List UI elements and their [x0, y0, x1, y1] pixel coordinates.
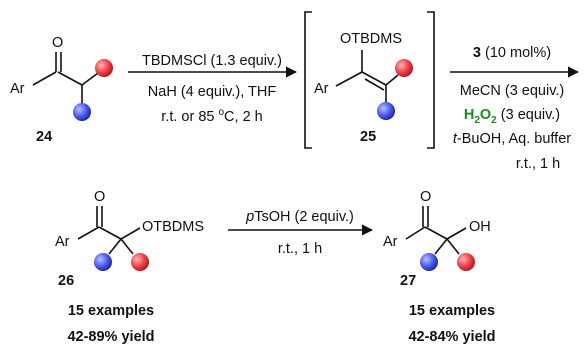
compound-25-label: 25	[360, 129, 377, 145]
carbonyl-oxygen-label: O	[420, 189, 432, 205]
compound-25-structure	[335, 50, 399, 104]
compound-27-examples: 15 examples	[408, 303, 496, 319]
compound-24-structure	[32, 52, 99, 105]
blue-substituent-icon	[377, 102, 395, 120]
step2-oxidant: H2O2 (3 equiv.)	[463, 107, 561, 126]
step2-solvent: MeCN (3 equiv.)	[459, 83, 565, 99]
step3-reagent: pTsOH (2 equiv.)	[246, 209, 354, 225]
red-substituent-icon	[131, 253, 149, 271]
compound-26-structure	[77, 206, 141, 255]
step2-catalyst: 3 (10 mol%)	[472, 45, 552, 61]
aryl-label: Ar	[314, 81, 329, 97]
step1-base-solvent: NaH (4 equiv.), THF	[147, 84, 277, 100]
compound-27-structure	[405, 206, 467, 255]
red-substituent-icon	[95, 59, 113, 77]
compound-27-yield: 42-84% yield	[408, 329, 496, 345]
silyl-ether-label: OTBDMS	[142, 219, 205, 235]
compound-27-label: 27	[400, 273, 417, 289]
hydroxyl-label: OH	[469, 219, 491, 235]
compound-26-yield: 42-89% yield	[67, 329, 155, 345]
silyl-ether-label: OTBDMS	[340, 31, 403, 47]
step3-temperature-time: r.t., 1 h	[277, 241, 323, 257]
step1-temperature-time: r.t. or 85 oC, 2 h	[161, 107, 263, 125]
compound-26-examples: 15 examples	[67, 303, 155, 319]
blue-substituent-icon	[94, 253, 112, 271]
red-substituent-icon	[457, 253, 475, 271]
compound-26-label: 26	[58, 273, 75, 289]
right-bracket	[427, 11, 435, 149]
aryl-label: Ar	[55, 234, 70, 250]
step2-cosolvent: t-BuOH, Aq. buffer	[452, 131, 572, 147]
step1-reagent: TBDMSCl (1.3 equiv.)	[142, 53, 282, 69]
aryl-label: Ar	[383, 234, 398, 250]
aryl-label: Ar	[10, 81, 25, 97]
left-bracket	[304, 11, 312, 149]
blue-substituent-icon	[420, 253, 438, 271]
carbonyl-oxygen-label: O	[94, 189, 106, 205]
carbonyl-oxygen-label: O	[52, 35, 64, 51]
red-substituent-icon	[395, 59, 413, 77]
step2-temperature-time: r.t., 1 h	[515, 156, 561, 172]
compound-24-label: 24	[36, 129, 53, 145]
blue-substituent-icon	[73, 103, 91, 121]
